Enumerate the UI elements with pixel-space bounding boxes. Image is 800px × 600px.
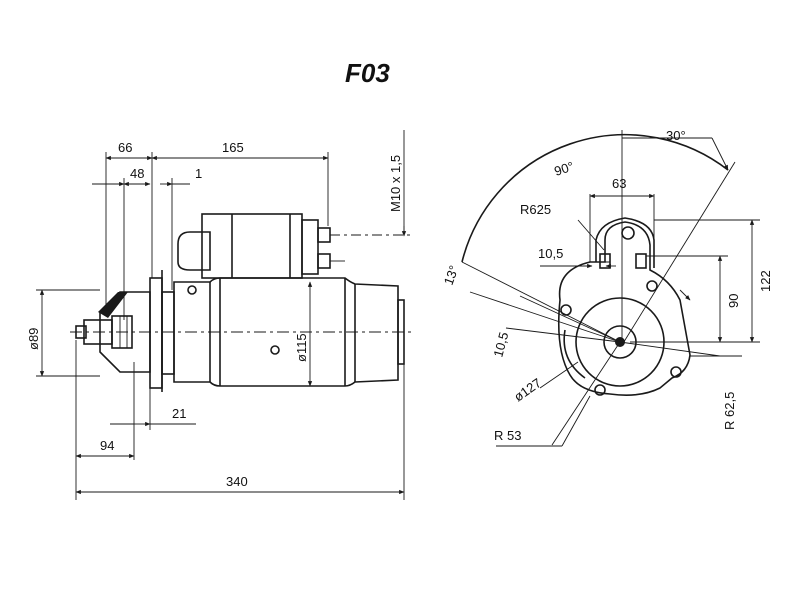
side-bottom-dimensions bbox=[75, 340, 405, 500]
mounting-flange bbox=[149, 270, 175, 392]
dim-21: 21 bbox=[172, 406, 186, 421]
pinion-nose bbox=[75, 291, 151, 373]
side-top-dimensions bbox=[92, 130, 407, 320]
dim-r62-5: R 62,5 bbox=[722, 392, 737, 430]
dim-dia89-lines bbox=[36, 289, 100, 377]
dim-340: 340 bbox=[226, 474, 248, 489]
dim-angle13: 13° bbox=[441, 263, 462, 287]
dim-angle30: 30° bbox=[666, 128, 686, 143]
dim-94: 94 bbox=[100, 438, 114, 453]
drawing-title: F03 bbox=[345, 58, 390, 88]
dim-1: 1 bbox=[195, 166, 202, 181]
housing-outline bbox=[557, 217, 691, 396]
dim-63: 63 bbox=[612, 176, 626, 191]
dim-dia115: ø115 bbox=[294, 333, 309, 362]
dim-66: 66 bbox=[118, 140, 132, 155]
dim-r625: R625 bbox=[520, 202, 551, 217]
dim-10-5-top: 10,5 bbox=[538, 246, 563, 261]
dim-thread: M10 x 1,5 bbox=[388, 155, 403, 212]
dim-122: 122 bbox=[758, 270, 773, 292]
dim-10-5-left: 10,5 bbox=[490, 330, 511, 358]
dim-dia89: ø89 bbox=[26, 328, 41, 350]
dim-r53: R 53 bbox=[494, 428, 521, 443]
dim-90: 90 bbox=[726, 294, 741, 308]
solenoid bbox=[177, 213, 410, 279]
front-right-dimensions bbox=[630, 219, 760, 343]
side-view: 66 165 48 1 M10 x 1,5 ø89 ø115 21 94 bbox=[26, 130, 415, 500]
dim-angle90: 90° bbox=[552, 159, 575, 179]
front-view bbox=[461, 130, 760, 447]
dim-dia127: ø127 bbox=[511, 375, 544, 404]
dim-165: 165 bbox=[222, 140, 244, 155]
dim-48: 48 bbox=[130, 166, 144, 181]
